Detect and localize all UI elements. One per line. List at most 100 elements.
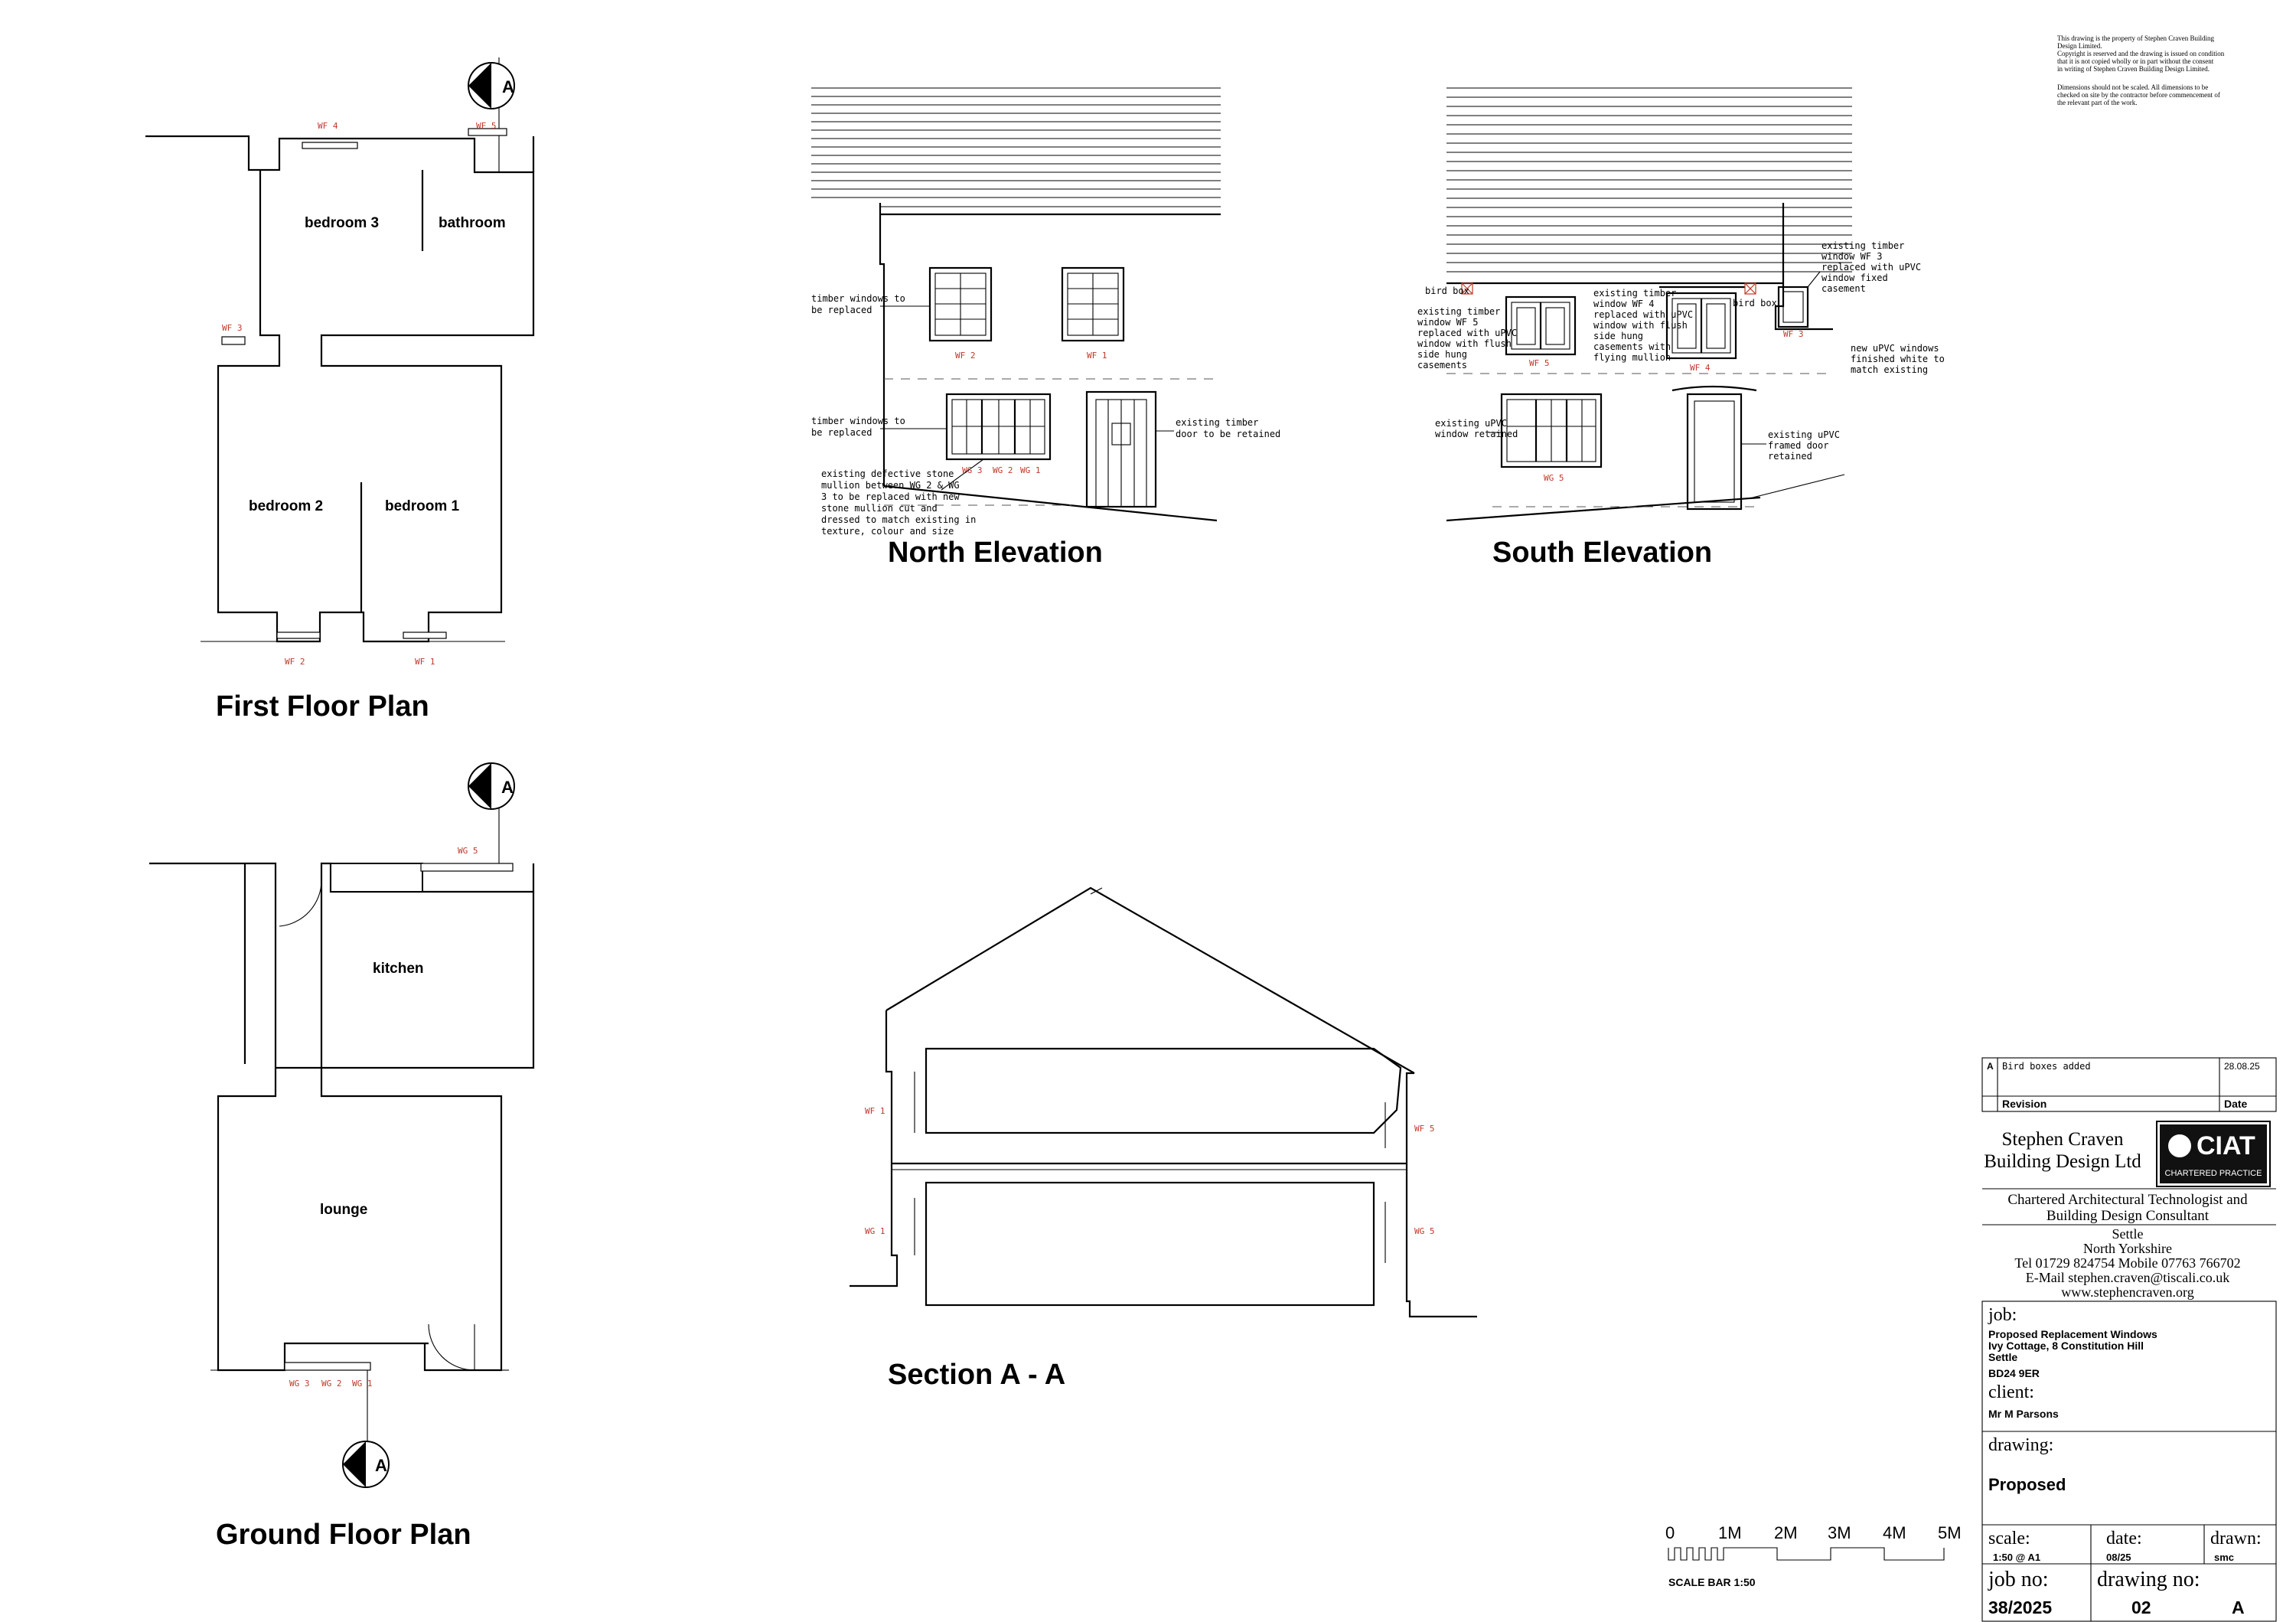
section-marker: A bbox=[468, 62, 515, 109]
note-line: existing timber bbox=[1821, 240, 1904, 251]
north-note-lower: timber windows to be replaced bbox=[811, 416, 905, 438]
scale-label: 3M bbox=[1828, 1523, 1851, 1542]
notice-line: the relevant part of the work. bbox=[2057, 99, 2137, 106]
south-note-upvc-retained: existing uPVC window retained bbox=[1435, 418, 1518, 439]
window-wf5 bbox=[1505, 295, 1577, 356]
note-line: flying mullion bbox=[1593, 352, 1671, 363]
note-line: side hung bbox=[1417, 349, 1467, 360]
door-south bbox=[1671, 385, 1757, 511]
tag-wf4: WF 4 bbox=[318, 121, 338, 131]
tag-wg5: WG 5 bbox=[1414, 1226, 1435, 1236]
tag-wg2: WG 2 bbox=[993, 465, 1013, 475]
ground-line bbox=[1446, 496, 1761, 522]
window-wg5 bbox=[1500, 393, 1603, 468]
revision-table bbox=[1981, 1057, 2277, 1112]
job-label: job: bbox=[1988, 1305, 2017, 1325]
window-wf4 bbox=[302, 142, 358, 149]
scale-bar-graphic bbox=[1668, 1547, 1945, 1561]
ground-floor-space bbox=[925, 1181, 1375, 1307]
door-swing bbox=[428, 1323, 475, 1371]
notice-line: Dimensions should not be scaled. All dim… bbox=[2057, 83, 2208, 91]
drawing-number-label: drawing no: bbox=[2097, 1568, 2200, 1591]
tag-wf5: WF 5 bbox=[1529, 358, 1550, 368]
date-header: Date bbox=[2224, 1098, 2248, 1110]
section-marker: A bbox=[468, 762, 515, 810]
company-role: Building Design Consultant bbox=[2047, 1208, 2210, 1224]
tag-wg1: WG 1 bbox=[352, 1379, 373, 1389]
room-bedroom-2: bedroom 2 bbox=[249, 498, 323, 514]
room-kitchen: kitchen bbox=[373, 961, 424, 977]
tag-wf3: WF 3 bbox=[222, 323, 243, 333]
note-line: existing timber bbox=[1417, 306, 1500, 317]
room-lounge: lounge bbox=[320, 1202, 367, 1218]
revision-description: Bird boxes added bbox=[2002, 1061, 2091, 1072]
window-wf2 bbox=[928, 266, 993, 342]
drawn-value: smc bbox=[2214, 1552, 2234, 1563]
section-title: Section A - A bbox=[888, 1359, 1065, 1391]
south-elevation: bird box bird box WF 5 WF 4 WF 3 WG 5 ex… bbox=[1417, 87, 1945, 569]
note-line: 3 to be replaced with new bbox=[821, 491, 960, 502]
gable-edge bbox=[879, 203, 885, 486]
tag-wg3: WG 3 bbox=[289, 1379, 310, 1389]
note-line: existing timber bbox=[1176, 417, 1258, 428]
note-line: dressed to match existing in bbox=[821, 514, 976, 525]
scale-label: 1M bbox=[1718, 1523, 1742, 1542]
note-line: framed door bbox=[1768, 440, 1828, 451]
first-floor-space bbox=[925, 1047, 1402, 1134]
crest-icon bbox=[2167, 1133, 2193, 1159]
tag-wf3: WF 3 bbox=[1783, 329, 1804, 339]
note-line: finished white to bbox=[1851, 354, 1945, 364]
tag-wf1: WF 1 bbox=[1087, 351, 1107, 361]
kitchen-unit bbox=[330, 863, 423, 893]
job-line: Ivy Cottage, 8 Constitution Hill bbox=[1988, 1340, 2144, 1352]
ciat-logo: CIAT CHARTERED PRACTICE bbox=[2156, 1121, 2271, 1187]
note-line: casements with bbox=[1593, 341, 1671, 352]
note-line: retained bbox=[1768, 451, 1812, 462]
ciat-name: CIAT bbox=[2197, 1131, 2255, 1160]
notice-line: in writing of Stephen Craven Building De… bbox=[2057, 65, 2210, 73]
note-line: existing defective stone bbox=[821, 468, 954, 479]
scale-caption: SCALE BAR 1:50 bbox=[1668, 1576, 1756, 1588]
window-wg-group bbox=[284, 1362, 371, 1371]
tag-wg1: WG 1 bbox=[865, 1226, 885, 1236]
company-name: Stephen Craven bbox=[2002, 1129, 2124, 1150]
phone-line: Tel 01729 824754 Mobile 07763 766702 bbox=[2014, 1255, 2240, 1271]
section-marker-label: A bbox=[501, 778, 514, 797]
note-line: window WF 3 bbox=[1821, 251, 1882, 262]
roof-slates bbox=[811, 87, 1221, 198]
address-line: North Yorkshire bbox=[2083, 1241, 2172, 1256]
company-name: Building Design Ltd bbox=[1984, 1151, 2141, 1172]
window-wg5 bbox=[420, 863, 514, 872]
south-note-wf3: existing timber window WF 3 replaced wit… bbox=[1821, 240, 1921, 294]
job-number: 38/2025 bbox=[1988, 1598, 2052, 1617]
section-marker: A bbox=[342, 1441, 390, 1488]
company-role: Chartered Architectural Technologist and bbox=[2007, 1192, 2248, 1208]
ground-floor-walls bbox=[149, 862, 535, 1372]
window-wf5 bbox=[468, 128, 507, 136]
bird-box-label: bird box bbox=[1733, 298, 1777, 308]
bird-box-icon bbox=[1744, 282, 1756, 295]
note-line: replaced with uPVC bbox=[1821, 262, 1921, 273]
note-line: window retained bbox=[1435, 429, 1518, 439]
south-note-new-upvc: new uPVC windows finished white to match… bbox=[1851, 343, 1945, 375]
tag-wf5: WF 5 bbox=[1414, 1124, 1435, 1134]
first-floor-plan-title: First Floor Plan bbox=[216, 690, 429, 723]
notice-line: Design Limited. bbox=[2057, 42, 2102, 50]
bird-box-icon bbox=[1461, 282, 1473, 295]
roof-outline bbox=[885, 886, 1415, 1074]
scale-label: scale: bbox=[1988, 1529, 2030, 1549]
note-line: window with flush bbox=[1417, 338, 1512, 349]
window-wf2 bbox=[276, 632, 321, 639]
south-note-door: existing uPVC framed door retained bbox=[1768, 429, 1840, 462]
room-bedroom-3: bedroom 3 bbox=[305, 215, 379, 231]
tag-wf1: WF 1 bbox=[865, 1106, 885, 1116]
bird-box-label: bird box bbox=[1425, 286, 1469, 296]
job-line: Settle bbox=[1988, 1351, 2017, 1363]
note-line: match existing bbox=[1851, 364, 1928, 375]
tag-wg5: WG 5 bbox=[458, 846, 478, 856]
south-wall bbox=[1405, 1072, 1477, 1318]
revision-date: 28.08.25 bbox=[2224, 1061, 2260, 1072]
tag-wf1: WF 1 bbox=[415, 657, 435, 667]
north-note-upper: timber windows to be replaced bbox=[811, 293, 905, 315]
notice-line: checked on site by the contractor before… bbox=[2057, 91, 2220, 99]
